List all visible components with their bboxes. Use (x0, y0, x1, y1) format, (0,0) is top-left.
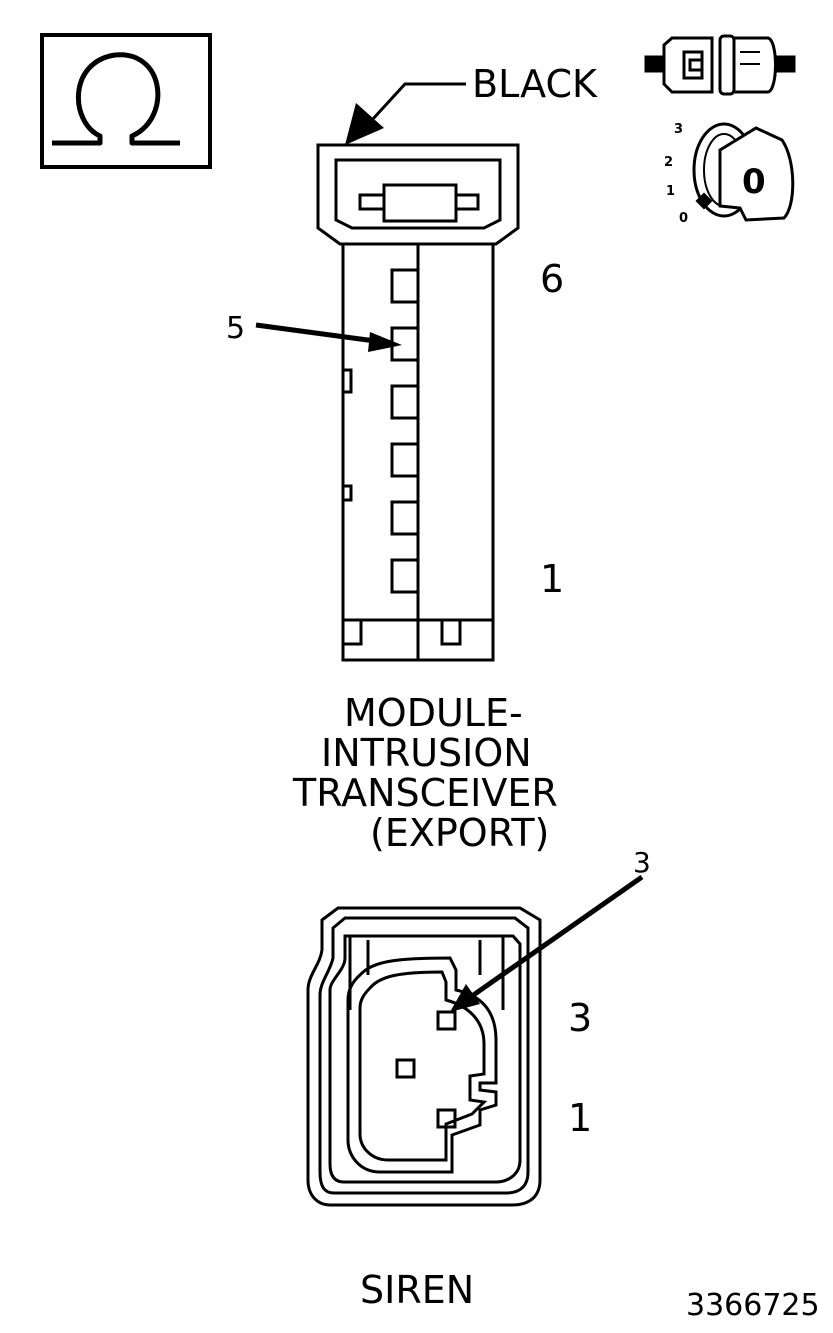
connector-color-label: BLACK (472, 62, 598, 106)
cavity-3 (390, 442, 420, 478)
ignition-position-0: 0 (679, 211, 688, 226)
cavity-1 (390, 558, 420, 594)
transceiver-callout-label: 5 (226, 311, 245, 346)
siren-title: SIREN (360, 1268, 474, 1312)
figure-number: 3366725 (686, 1288, 820, 1323)
siren-cavity-1 (436, 1108, 457, 1129)
ohm-symbol-icon (40, 33, 212, 169)
transceiver-title-line-2: INTRUSION (321, 731, 532, 775)
transceiver-connector (316, 143, 520, 662)
ignition-key-label: 0 (742, 162, 766, 202)
ignition-position-2: 2 (664, 155, 673, 170)
cavity-4 (390, 384, 420, 420)
transceiver-title: MODULE- INTRUSION TRANSCEIVER (EXPORT) (292, 691, 558, 855)
transceiver-title-line-4: (EXPORT) (370, 811, 549, 855)
transceiver-title-line-3: TRANSCEIVER (292, 771, 558, 815)
cavity-6 (390, 268, 420, 304)
siren-cavity-2 (395, 1058, 416, 1079)
black-leader-arrow (345, 82, 466, 145)
callout-3-arrow (450, 874, 644, 1012)
ignition-position-1: 1 (666, 184, 675, 199)
transceiver-title-line-1: MODULE- (344, 691, 523, 735)
ignition-key-icon: 3 2 1 0 0 (664, 122, 795, 226)
transceiver-pin-label-low: 1 (540, 557, 564, 601)
siren-callout-label: 3 (633, 846, 651, 879)
siren-pin-label-high: 3 (568, 996, 592, 1040)
siren-connector (306, 906, 542, 1207)
connector-probe-icon (644, 34, 796, 96)
siren-cavity-3 (436, 1010, 457, 1031)
ignition-position-3: 3 (674, 122, 683, 137)
cavity-2 (390, 500, 420, 536)
siren-pin-label-low: 1 (568, 1096, 592, 1140)
transceiver-pin-label-high: 6 (540, 257, 564, 301)
callout-5-arrow (255, 322, 402, 352)
